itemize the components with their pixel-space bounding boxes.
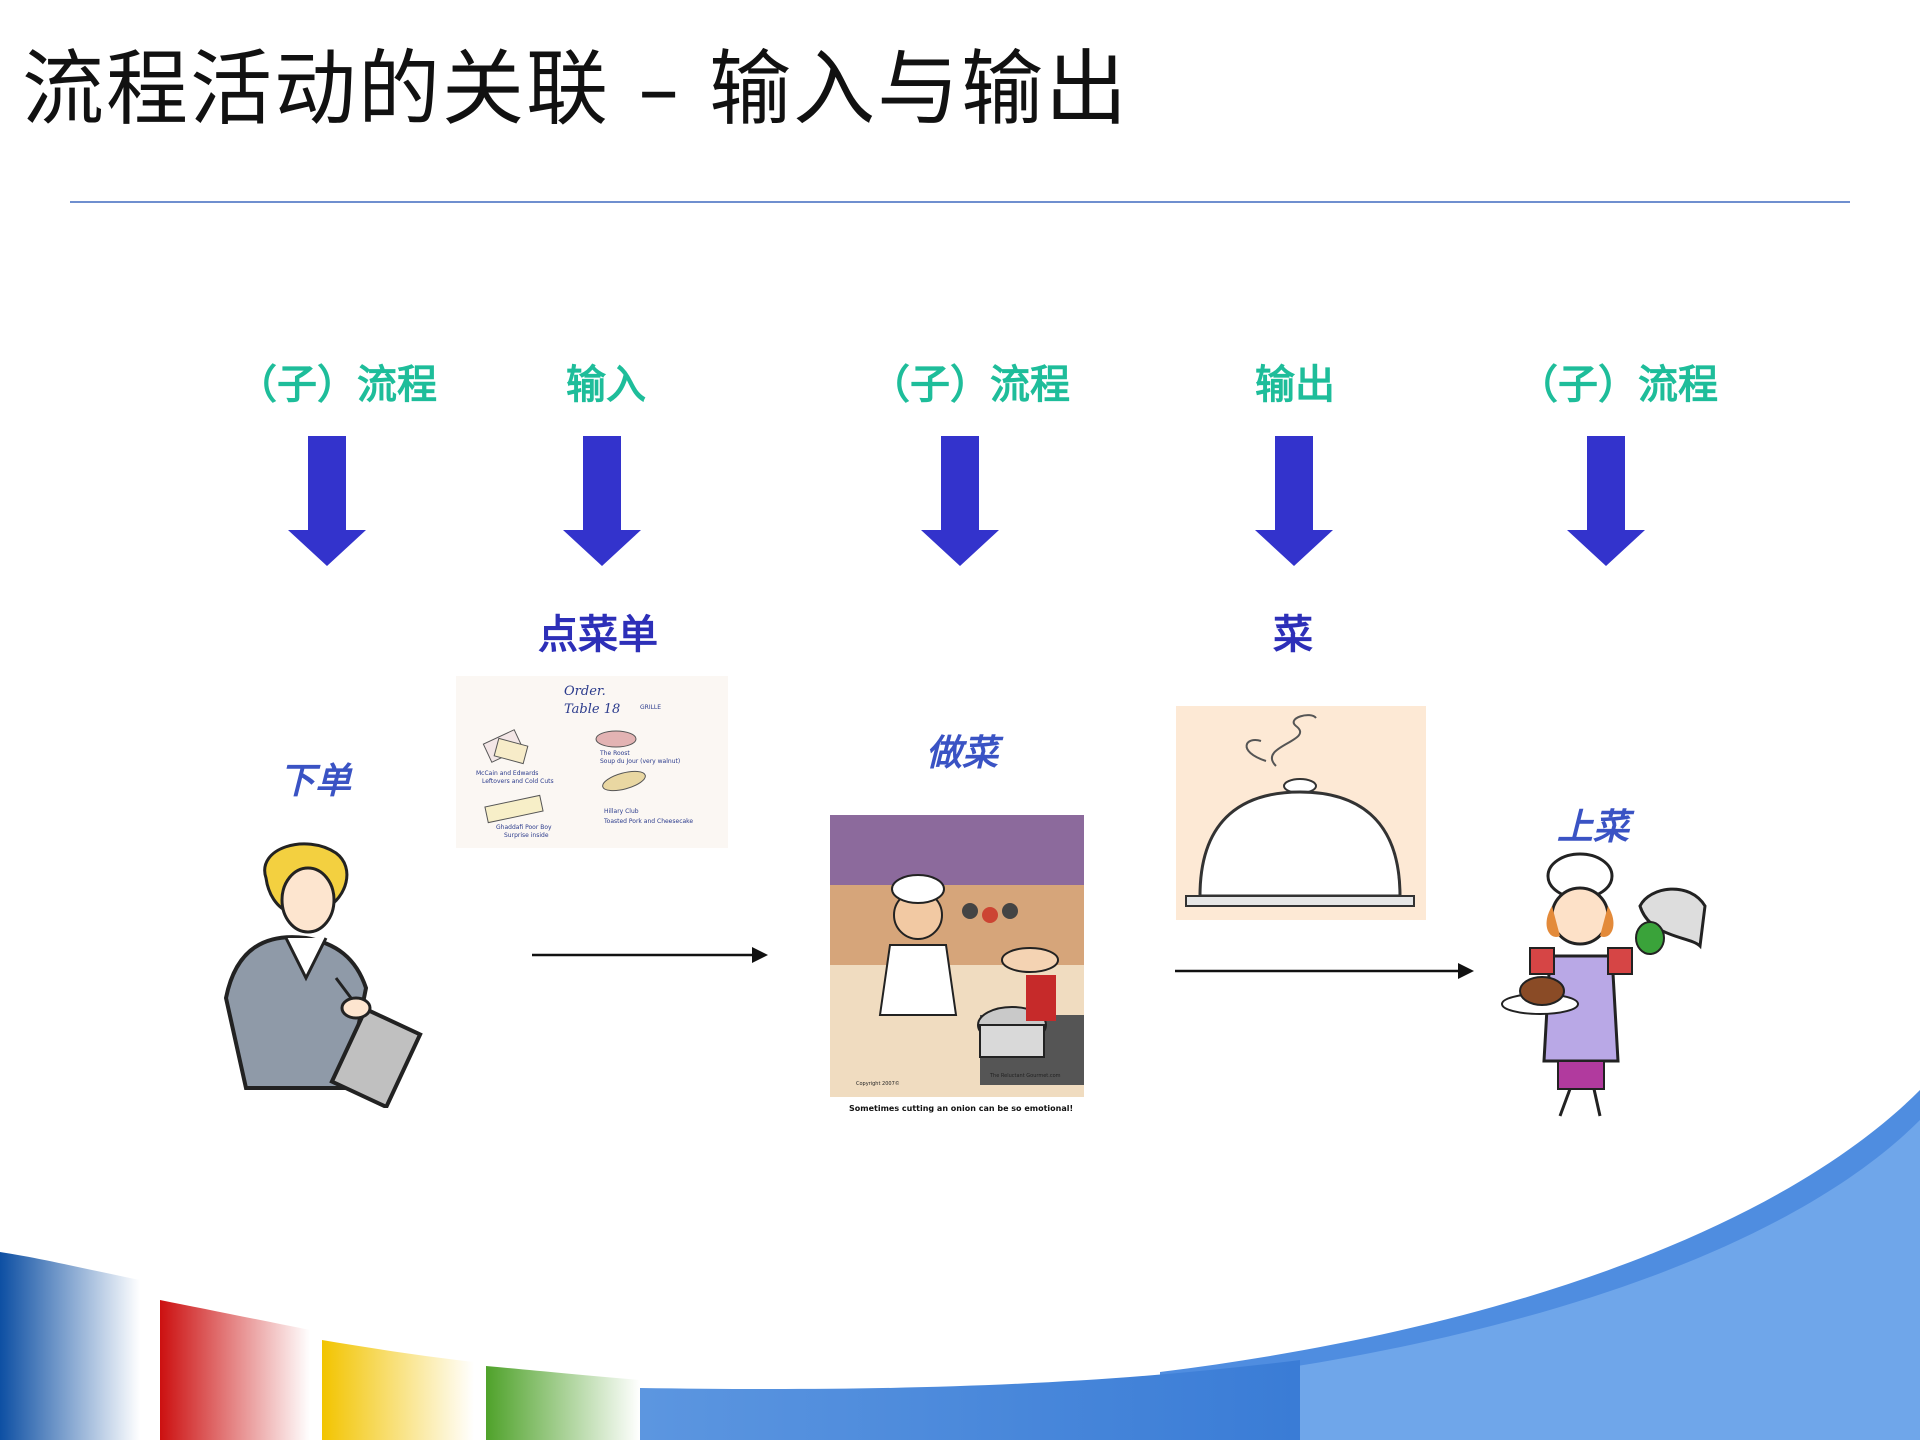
label-input: 输入: [566, 361, 646, 408]
order-line-6: Toasted Pork and Cheesecake: [604, 818, 694, 825]
cloche-image: [1176, 706, 1426, 920]
step-order-label: 下单: [278, 760, 352, 802]
chef-cartoon-image: Copyright 2007© The Reluctant Gourmet.co…: [830, 815, 1084, 1097]
down-arrow-3: [921, 436, 999, 566]
down-arrow-2: [563, 436, 641, 566]
output-item-label: 菜: [1273, 611, 1313, 658]
cartoon-caption: Sometimes cutting an onion can be so emo…: [849, 1104, 1074, 1113]
footer-swoosh: [0, 1090, 1920, 1440]
label-output: 输出: [1255, 361, 1335, 408]
down-arrow-5: [1567, 436, 1645, 566]
cartoon-credit: Copyright 2007©: [856, 1081, 900, 1087]
step-serve-label: 上菜: [1556, 806, 1630, 848]
order-line-2: Soup du Jour (very walnut): [600, 758, 681, 765]
label-process-1: （子）流程: [237, 361, 437, 408]
step-cook-label: 做菜: [925, 732, 999, 774]
order-line-5: Hillary Club: [604, 808, 639, 815]
order-table: Table 18: [564, 702, 621, 717]
title-divider: [70, 201, 1850, 203]
order-line-7: Ghaddafi Poor Boy: [496, 824, 552, 831]
label-process-2: （子）流程: [870, 361, 1070, 408]
down-arrow-1: [288, 436, 366, 566]
order-line-4: Leftovers and Cold Cuts: [482, 778, 554, 785]
order-heading: Order.: [564, 684, 606, 699]
serving-chef-image: [1501, 852, 1707, 1117]
input-item-label: 点菜单: [538, 611, 658, 658]
down-arrow-4: [1255, 436, 1333, 566]
order-line-1: The Roost: [600, 750, 630, 757]
order-tag: GRILLE: [640, 704, 662, 711]
order-line-8: Surprise inside: [504, 832, 549, 839]
label-process-3: （子）流程: [1518, 361, 1718, 408]
cartoon-site: The Reluctant Gourmet.com: [990, 1073, 1061, 1079]
page-title: 流程活动的关联 – 输入与输出: [22, 42, 1130, 137]
waitress-image: [223, 842, 423, 1108]
order-line-3: McCain and Edwards: [476, 770, 539, 777]
order-pad-image: Order. Table 18 GRILLE The Roost Soup du…: [456, 676, 728, 848]
